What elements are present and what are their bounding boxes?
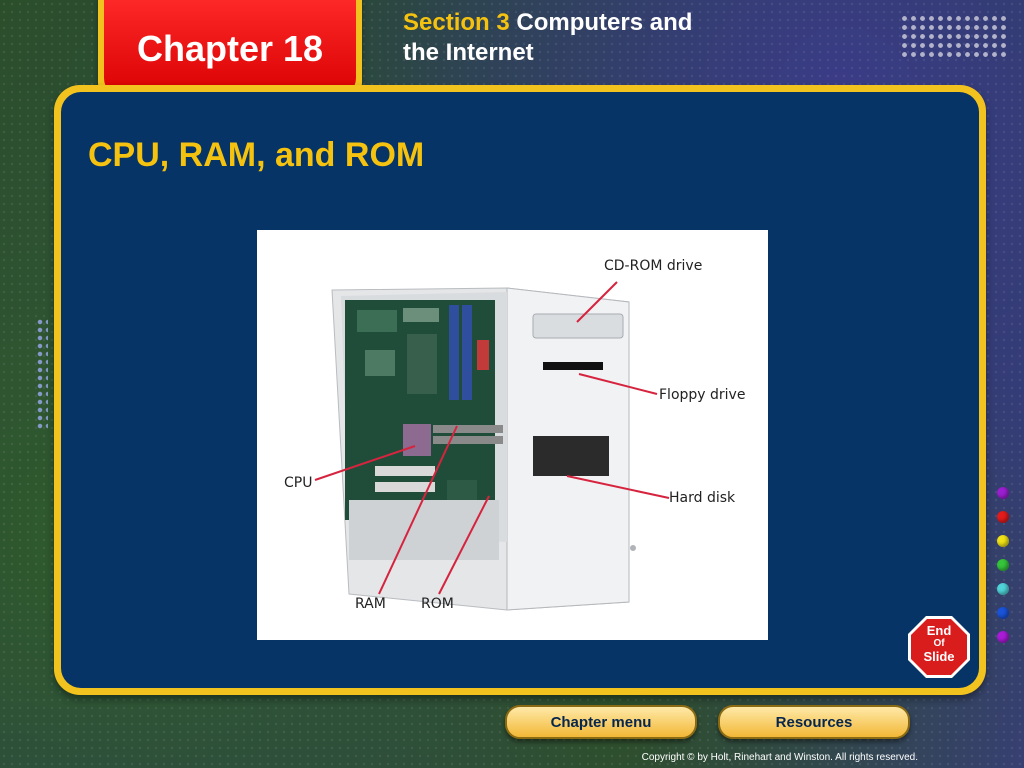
chapter-menu-button[interactable]: Chapter menu: [505, 705, 697, 739]
nav-dot[interactable]: [997, 487, 1009, 499]
end-label-line1: End: [926, 623, 952, 638]
callout-floppy-drive: Floppy drive: [659, 387, 746, 403]
callout-cpu: CPU: [284, 475, 313, 491]
resources-button[interactable]: Resources: [718, 705, 910, 739]
section-title-line2: the Internet: [403, 39, 534, 66]
callout-ram: RAM: [355, 596, 386, 612]
nav-dot[interactable]: [997, 535, 1009, 547]
nav-dot[interactable]: [997, 583, 1009, 595]
callout-hard-disk: Hard disk: [669, 490, 736, 506]
chapter-title: Chapter 18: [136, 28, 324, 69]
end-label-line2: Of: [933, 638, 945, 649]
decorative-dot-grid: [900, 14, 1010, 58]
chapter-tab-inner: Chapter 18: [104, 0, 356, 98]
end-of-slide-label: End Of Slide: [906, 624, 972, 663]
cdrom-bay: [532, 313, 624, 339]
computer-tower-illustration: [314, 281, 670, 611]
nav-dot[interactable]: [997, 607, 1009, 619]
hard-disk: [533, 436, 609, 476]
end-of-slide-button[interactable]: [906, 614, 972, 680]
slide-title: CPU, RAM, and ROM: [88, 136, 425, 174]
computer-tower-figure: CD-ROM drive Floppy drive Hard disk CPU …: [257, 230, 768, 640]
section-label: Section 3: [403, 9, 510, 36]
section-heading: Section 3 Computers and the Internet: [403, 8, 763, 68]
section-title-line1: Computers and: [516, 9, 693, 36]
floppy-slot: [543, 362, 603, 370]
end-label-line3: Slide: [923, 649, 955, 664]
callout-cdrom-drive: CD-ROM drive: [604, 258, 703, 274]
cpu-chip: [403, 424, 431, 456]
nav-dot[interactable]: [997, 631, 1009, 643]
callout-rom: ROM: [421, 596, 454, 612]
nav-dot[interactable]: [997, 559, 1009, 571]
decorative-side-dots: [36, 318, 48, 430]
nav-dot[interactable]: [997, 511, 1009, 523]
copyright-text: Copyright © by Holt, Rinehart and Winsto…: [641, 752, 918, 763]
